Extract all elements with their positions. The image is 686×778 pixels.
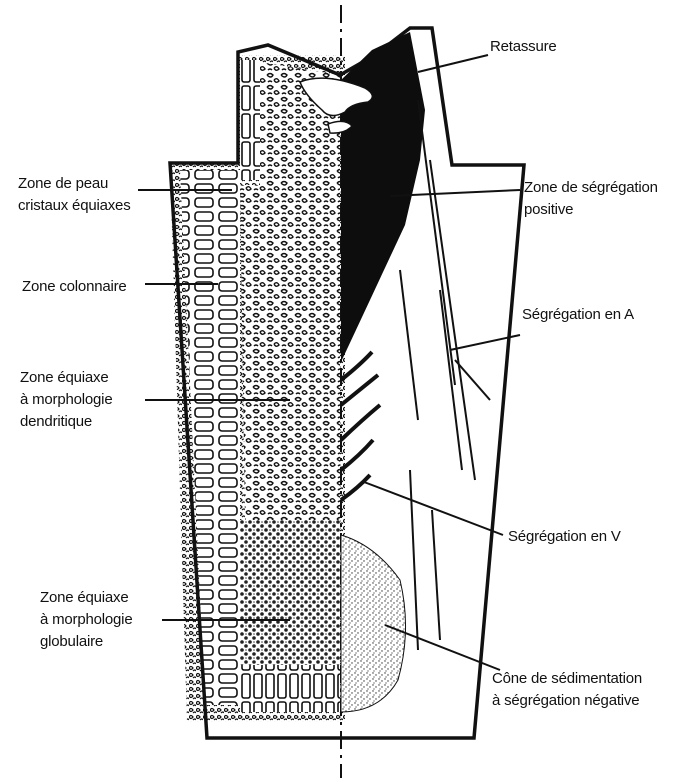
v-segregation-streaks — [341, 352, 380, 500]
label-sedimentation-cone-line2: à ségrégation négative — [492, 692, 639, 709]
label-globular-line1: Zone équiaxe — [40, 589, 129, 606]
label-globular-line2: à morphologie — [40, 611, 132, 628]
label-columnar-zone: Zone colonnaire — [22, 278, 127, 295]
label-a-segregation: Ségrégation en A — [522, 306, 634, 323]
label-skin-zone-line1: Zone de peau — [18, 175, 108, 192]
label-globular-line3: globulaire — [40, 633, 103, 650]
equiaxed-globular-zone — [240, 520, 340, 665]
label-sedimentation-cone-line1: Cône de sédimentation — [492, 670, 642, 687]
label-retassure: Retassure — [490, 38, 557, 55]
bottom-columnar-zone — [240, 665, 340, 712]
label-v-segregation: Ségrégation en V — [508, 528, 621, 545]
label-dendritic-line2: à morphologie — [20, 391, 112, 408]
label-positive-segregation-line2: positive — [524, 201, 573, 218]
label-dendritic-line1: Zone équiaxe — [20, 369, 109, 386]
positive-segregation-zone — [341, 32, 425, 362]
sedimentation-cone — [341, 535, 406, 712]
columnar-zone-upper — [240, 60, 260, 180]
label-dendritic-line3: dendritique — [20, 413, 92, 430]
label-skin-zone-line2: cristaux équiaxes — [18, 197, 131, 214]
label-positive-segregation-line1: Zone de ségrégation — [524, 179, 658, 196]
